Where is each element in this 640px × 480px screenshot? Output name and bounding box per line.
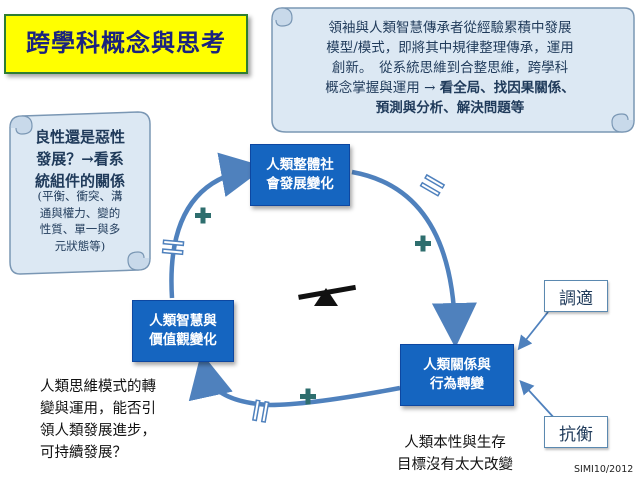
footer-credit: SIMI10/2012 [574,464,634,475]
intro-text-bold: 看全局、找因果關係、 預測與分析、解決問題等 [375,80,575,116]
intro-scroll [271,7,635,133]
nature-note: 人類本性與生存 目標沒有太大改變 [397,435,513,473]
question-title: 良性還是惡性 發展？→看系 統組件的關係 [34,128,125,190]
arrow-society-to-behavior [351,169,477,348]
arrow-values-to-society [169,152,266,299]
page-title: 跨學科概念與思考 [26,28,226,57]
arrow-resist-to-behavior [519,380,557,421]
question-scroll [9,111,151,275]
delay-mark-icon [419,173,446,197]
plus-icon [415,235,431,252]
balance-scale-icon [298,284,357,306]
title-box [4,14,248,74]
resist-box: 抗衡 [544,416,608,448]
node-behavior-change: 人類關係與 行為轉變 [400,344,514,406]
delay-mark-icon [161,239,185,256]
node-values-change: 人類智慧與 價值觀變化 [132,300,234,362]
node-society-change: 人類整體社 會發展變化 [250,144,350,206]
intro-text-body: 領袖與人類智慧傳承者從經驗累積中發展 模型/模式，即將其中規律整理傳承，運用 創… [325,20,574,96]
delay-mark-icon [251,399,270,423]
intro-text: 領袖與人類智慧傳承者從經驗累積中發展 模型/模式，即將其中規律整理傳承，運用 創… [282,18,618,118]
question-detail: (平衡、衝突、溝 通與權力、變的 性質、單一與多 元狀態等) [37,189,123,253]
plus-icon [300,388,316,405]
plus-icon [195,207,211,224]
thinking-note: 人類思維模式的轉 變與運用，能否引 領人類發展進步， 可持續發展？ [40,379,156,461]
arrow-adapt-to-behavior [517,311,549,351]
adapt-box: 調適 [544,280,608,312]
arrow-behavior-to-values [188,352,401,408]
